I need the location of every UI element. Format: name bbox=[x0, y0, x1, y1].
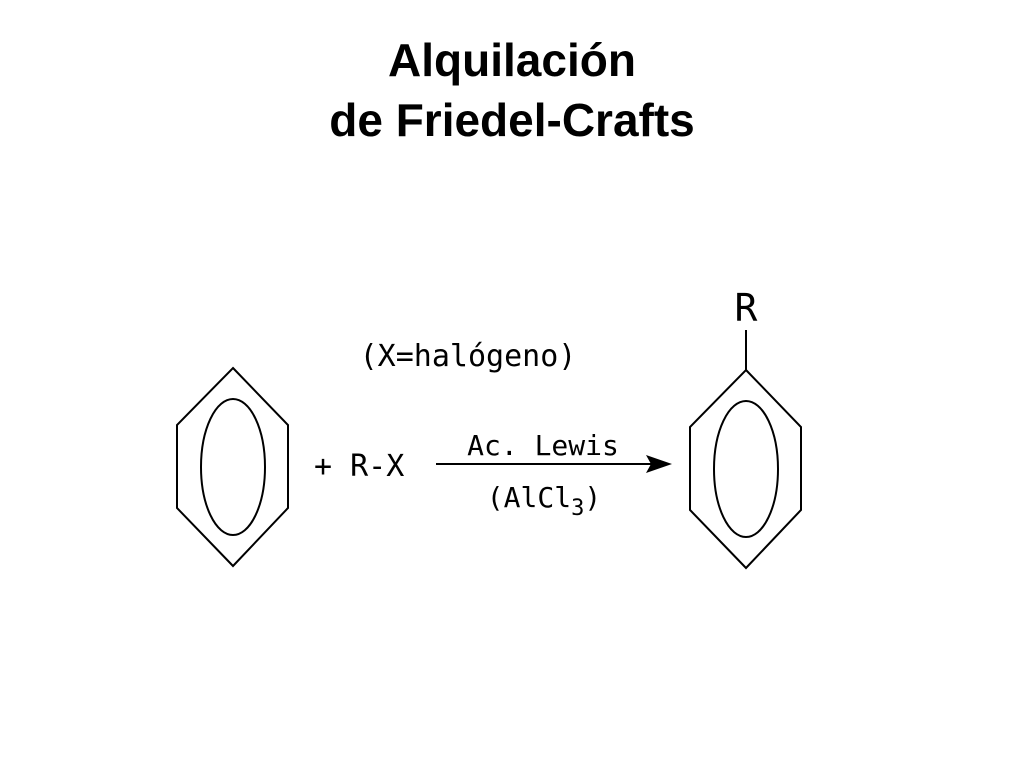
slide-title: Alquilación de Friedel-Crafts bbox=[0, 30, 1024, 150]
title-line-1: Alquilación bbox=[388, 34, 636, 86]
catalyst-above-label: Ac. Lewis bbox=[467, 429, 619, 462]
product-benzene-ring bbox=[689, 368, 802, 570]
catalyst-below-label: (AlCl3) bbox=[487, 481, 601, 521]
title-line-2: de Friedel-Crafts bbox=[329, 94, 695, 146]
product-hexagon bbox=[689, 368, 802, 570]
catalyst-below-prefix: (AlCl bbox=[487, 481, 571, 514]
catalyst-subscript: 3 bbox=[571, 496, 584, 521]
catalyst-below-suffix: ) bbox=[584, 481, 601, 514]
product-substituent-label: R bbox=[735, 286, 758, 330]
arrow-head bbox=[646, 455, 672, 473]
reagent-label: + R-X bbox=[314, 449, 404, 484]
condition-note: (X=halógeno) bbox=[360, 339, 577, 374]
reactant-benzene-ring bbox=[176, 366, 289, 568]
reaction-arrow bbox=[436, 455, 672, 473]
product-aromatic-circle bbox=[713, 400, 779, 538]
reactant-hexagon bbox=[176, 366, 289, 568]
reactant-aromatic-circle bbox=[200, 398, 266, 536]
